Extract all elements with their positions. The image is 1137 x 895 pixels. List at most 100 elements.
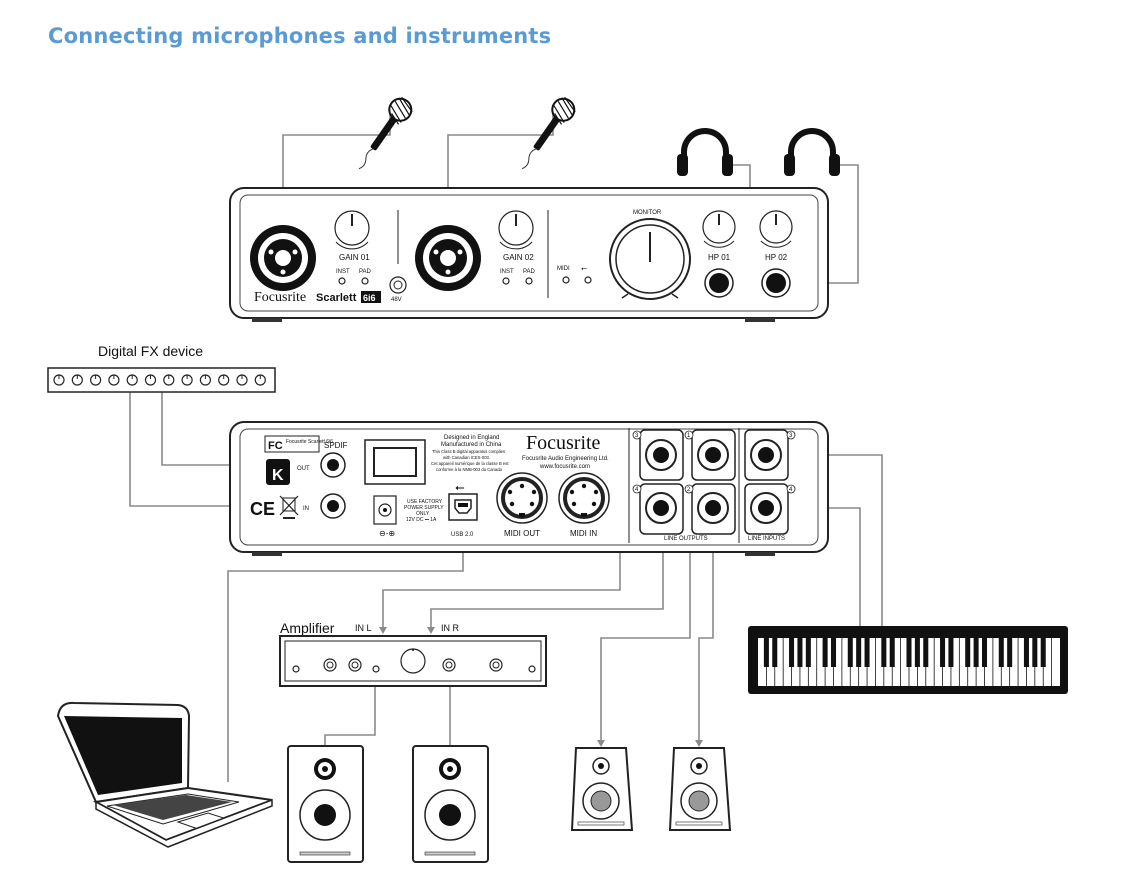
- black-key: [889, 638, 895, 667]
- rear-brand: Focusrite: [526, 432, 601, 454]
- jack-socket-icon: [320, 493, 346, 519]
- line-output-3-jack: [639, 429, 684, 481]
- black-key: [1023, 638, 1029, 667]
- black-key: [1040, 638, 1046, 667]
- speaker-icon: [412, 745, 489, 863]
- pad-1-label: PAD: [359, 269, 372, 275]
- midi-led-label: MIDI: [557, 266, 570, 272]
- monitor-label: MONITOR: [633, 210, 662, 216]
- black-key: [805, 638, 811, 667]
- black-key: [789, 638, 795, 667]
- compliance-2: with Canadian ICES-003.: [443, 455, 490, 460]
- phantom-label: 48V: [391, 297, 402, 303]
- black-key: [914, 638, 920, 667]
- midi-out-label: MIDI OUT: [504, 529, 540, 538]
- spdif-label: SPDIF: [324, 441, 348, 450]
- gain-2-label: GAIN 02: [503, 253, 534, 262]
- microphone-icon: [521, 96, 576, 170]
- model-badge-bg: [361, 291, 381, 303]
- black-key: [1007, 638, 1013, 667]
- black-key: [940, 638, 946, 667]
- pad-1-led: [361, 277, 369, 285]
- laptop-icon: [56, 701, 273, 848]
- black-key: [830, 638, 837, 667]
- line-input-4-jack: [744, 483, 789, 535]
- speaker-icon: [668, 747, 732, 831]
- usb-label: USB 2.0: [451, 532, 474, 538]
- gain-knob-icon: [702, 210, 736, 248]
- gain-knob-icon: [498, 210, 534, 250]
- page-title: Connecting microphones and instruments: [48, 24, 552, 48]
- xlr-combo-jack-icon: [415, 225, 481, 291]
- line-output-2-jack: [691, 483, 736, 535]
- amplifier-icon: [279, 635, 547, 687]
- front-model-badge: 6i6: [363, 293, 376, 303]
- amp-in-r-label: IN R: [441, 623, 460, 633]
- front-brand: Focusrite: [254, 290, 306, 305]
- black-key: [981, 638, 988, 667]
- black-key: [763, 638, 769, 667]
- headphones-icon: [677, 128, 733, 176]
- spdif-out-label: OUT: [297, 466, 310, 472]
- black-key: [772, 638, 778, 667]
- inst-1-led: [338, 277, 346, 285]
- svg-text:FC: FC: [268, 440, 283, 452]
- svg-text:⭠: ⭠: [455, 480, 465, 494]
- arrow-speaker-4: [695, 740, 703, 747]
- xlr-combo-jack-icon: [250, 225, 316, 291]
- line-inputs-label: LINE INPUTS: [748, 536, 785, 542]
- line-output-4-jack: [639, 483, 684, 535]
- black-key: [881, 638, 887, 667]
- cable-out4-speaker: [698, 508, 714, 745]
- speaker-icon: [287, 745, 364, 863]
- in-4-number: 4: [789, 487, 793, 493]
- weee-icon: [279, 495, 299, 519]
- black-key: [973, 638, 979, 667]
- out-1-number: 1: [687, 433, 691, 439]
- cable-out2-amp: [430, 508, 664, 632]
- arrow-speaker-3: [597, 740, 605, 747]
- jack-socket-icon: [761, 268, 791, 298]
- black-key: [965, 638, 971, 667]
- black-key: [856, 638, 862, 667]
- fcc-label: Focusrite Scarlett 6i6: [286, 439, 333, 445]
- compliance-3: Cet appareil numérique de la classe B es…: [431, 461, 509, 466]
- compliance-4: conforme à la NMB-003 du Canada: [436, 467, 503, 472]
- keyboard-icon: [748, 626, 1068, 694]
- interface-rear-panel: FC Focusrite Scarlett 6i6 SPDIF K OUT IN…: [229, 421, 829, 556]
- midi-led: [562, 276, 570, 284]
- black-key: [948, 638, 954, 667]
- cable-amp-speaker-l: [324, 686, 376, 746]
- inst-1-label: INST: [336, 269, 350, 275]
- black-key: [923, 638, 929, 667]
- inst-2-led: [502, 277, 510, 285]
- usb-led: [584, 276, 592, 284]
- black-key: [847, 638, 853, 667]
- black-key: [797, 638, 803, 667]
- jack-socket-icon: [704, 268, 734, 298]
- black-key: [1032, 638, 1038, 667]
- power-note-4: 12V DC ⎓ 1A: [406, 517, 437, 523]
- power-note-1: USE FACTORY: [407, 499, 443, 505]
- svg-text:K: K: [272, 467, 284, 484]
- pad-2-led: [525, 277, 533, 285]
- designed-in-label: Designed in England: [444, 435, 499, 441]
- amp-in-l-label: IN L: [355, 623, 372, 633]
- ce-mark: CE: [250, 499, 275, 519]
- black-key: [864, 638, 870, 667]
- manufactured-in-label: Manufactured in China: [441, 442, 502, 448]
- compliance-1: This Class B digital apparatus complies: [432, 449, 505, 454]
- hp-1-label: HP 01: [708, 253, 731, 262]
- arrow-in-r: [427, 627, 435, 634]
- black-key: [906, 638, 912, 667]
- power-note-3: ONLY: [416, 511, 430, 517]
- interface-front-panel: GAIN 01 INST PAD Focusrite Scarlett 6i6 …: [229, 187, 829, 322]
- amplifier-label: Amplifier: [280, 620, 335, 636]
- gain-1-label: GAIN 01: [339, 253, 370, 262]
- midi-in-label: MIDI IN: [570, 529, 597, 538]
- svg-text:⊖-⊕: ⊖-⊕: [379, 529, 395, 538]
- line-input-3-jack: [744, 429, 789, 481]
- arrow-in-l: [379, 627, 387, 634]
- spdif-in-label: IN: [303, 506, 309, 512]
- usb-led-label: ⭠: [581, 264, 588, 273]
